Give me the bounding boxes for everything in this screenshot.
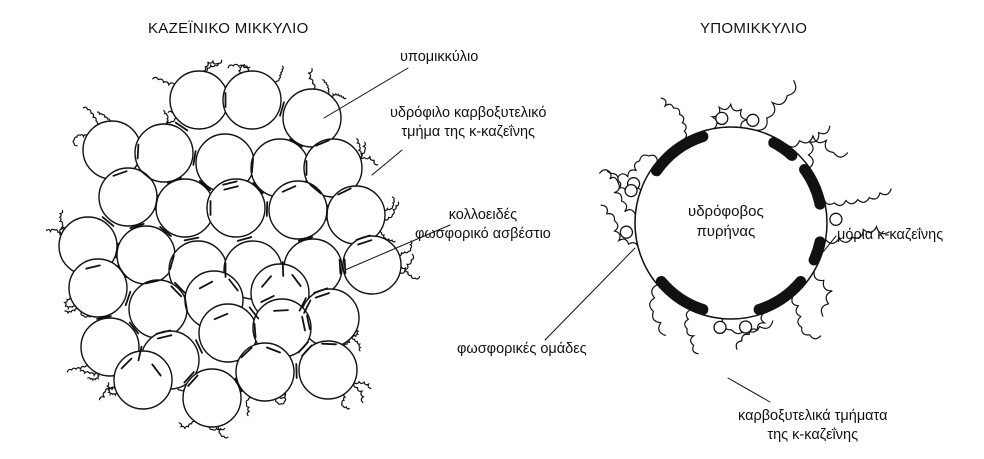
submicelle-circle — [156, 179, 214, 237]
carboxy-segments-label: καρβοξυτελικά τμήματα της κ-καζεΐνης — [738, 407, 887, 445]
hydrophilic-segment-label-line1: υδρόφιλο καρβοξυτελικό — [390, 104, 546, 123]
carboxy-segments-label-line1: καρβοξυτελικά τμήματα — [738, 407, 887, 426]
k-casein-hair — [360, 142, 366, 157]
phosphate-groups-label: φωσφορικές ομάδες — [457, 340, 587, 359]
submicelle-circle — [170, 71, 228, 129]
calcium-phosphate-bridge — [138, 145, 139, 159]
k-casein-hair — [354, 383, 364, 402]
k-casein-hair — [385, 197, 395, 210]
calcium-phosphate-bridge — [252, 159, 253, 173]
submicelle-circle — [207, 179, 265, 237]
submicelle-circle — [223, 71, 281, 129]
k-casein-tail — [756, 81, 796, 131]
k-casein-tail — [661, 98, 686, 140]
calcium-phosphate-bridge — [340, 260, 341, 274]
k-casein-hair — [342, 394, 350, 409]
calcium-phosphate-bridge — [322, 344, 336, 345]
k-casein-hair — [46, 229, 61, 235]
k-casein-hair — [153, 77, 175, 84]
submicelle-circle — [129, 280, 187, 338]
colloidal-calcium-phosphate-label-line1: κολλοειδές — [415, 206, 551, 225]
casein-micelle-title: ΚΑΖΕΪΝΙΚΟ ΜΙΚΚΥΛΙΟ — [148, 20, 309, 37]
submicelle-circle — [283, 89, 341, 147]
k-casein-hair — [179, 421, 195, 428]
k-casein-hair — [228, 64, 249, 71]
phosphate-group-circle — [740, 321, 752, 333]
phosphate-group-circle — [625, 185, 637, 197]
submicelle-circle — [236, 343, 294, 401]
k-casein-tail — [685, 310, 698, 354]
k-casein-hair — [246, 398, 252, 416]
hydrophobic-core-label-line2: πυρήνας — [688, 222, 764, 242]
k-casein-tail — [824, 189, 891, 205]
kappa-casein-molecules-label: μόρια κ-καζεΐνης — [837, 226, 943, 245]
phosphate-group-circle — [830, 213, 842, 225]
calcium-phosphate-bridge — [238, 237, 252, 241]
calcium-phosphate-bridge — [326, 206, 327, 220]
k-casein-hair — [164, 111, 168, 124]
submicelle-circle — [327, 186, 385, 244]
colloidal-calcium-phosphate-label: κολλοειδές φωσφορικό ασβέστιο — [415, 206, 551, 244]
calcium-phosphate-bridge — [274, 310, 288, 311]
k-casein-hair — [218, 426, 228, 438]
colloidal-calcium-phosphate-label-line2: φωσφορικό ασβέστιο — [415, 225, 551, 244]
calcium-phosphate-bridge — [254, 324, 255, 338]
k-casein-hair — [274, 66, 284, 82]
k-casein-hair — [308, 69, 315, 90]
hydrophobic-core-label: υδρόφοβος πυρήνας — [688, 202, 764, 242]
submicelle-circle — [114, 351, 172, 409]
submicelle-circle — [183, 369, 241, 427]
phosphate-group-circle — [714, 321, 726, 333]
k-casein-tail — [809, 126, 830, 168]
k-casein-hair — [400, 241, 412, 256]
calcium-phosphate-bridge — [193, 151, 195, 165]
hydrophobic-core-label-line1: υδρόφοβος — [688, 202, 764, 222]
calcium-phosphate-bridge — [345, 259, 346, 273]
submicelle-label: υπομικκύλιο — [400, 48, 478, 67]
calcium-phosphate-bridge — [185, 238, 199, 241]
submicelle-circle — [269, 181, 327, 239]
phosphate-group-circle — [747, 114, 759, 126]
leader-line — [372, 150, 402, 175]
k-casein-hair — [67, 366, 89, 372]
hydrophilic-segment-label: υδρόφιλο καρβοξυτελικό τμήμα της κ-καζεΐ… — [390, 104, 546, 142]
leader-line — [545, 248, 635, 340]
phosphate-group-circle — [620, 226, 632, 238]
k-casein-tail — [650, 285, 666, 336]
k-casein-tail — [792, 297, 821, 339]
k-casein-hair — [385, 202, 399, 220]
hydrophilic-segment-label-line2: τμήμα της κ-καζεΐνης — [390, 123, 546, 142]
submicelle-title: ΥΠΟΜΙΚΚΥΛΙΟ — [700, 20, 807, 37]
casein-micelle — [46, 60, 419, 438]
k-casein-hair — [65, 309, 78, 314]
k-casein-hair — [99, 387, 115, 400]
k-casein-hair — [98, 112, 110, 121]
carboxy-segments-label-line2: της κ-καζεΐνης — [738, 426, 887, 445]
k-casein-tail — [814, 271, 832, 316]
submicelle-circle — [343, 236, 401, 294]
k-casein-hair — [83, 107, 97, 125]
k-casein-hair — [400, 254, 414, 273]
phosphate-group-circle — [716, 112, 728, 124]
leader-line — [728, 378, 770, 402]
k-casein-hair — [352, 337, 361, 351]
